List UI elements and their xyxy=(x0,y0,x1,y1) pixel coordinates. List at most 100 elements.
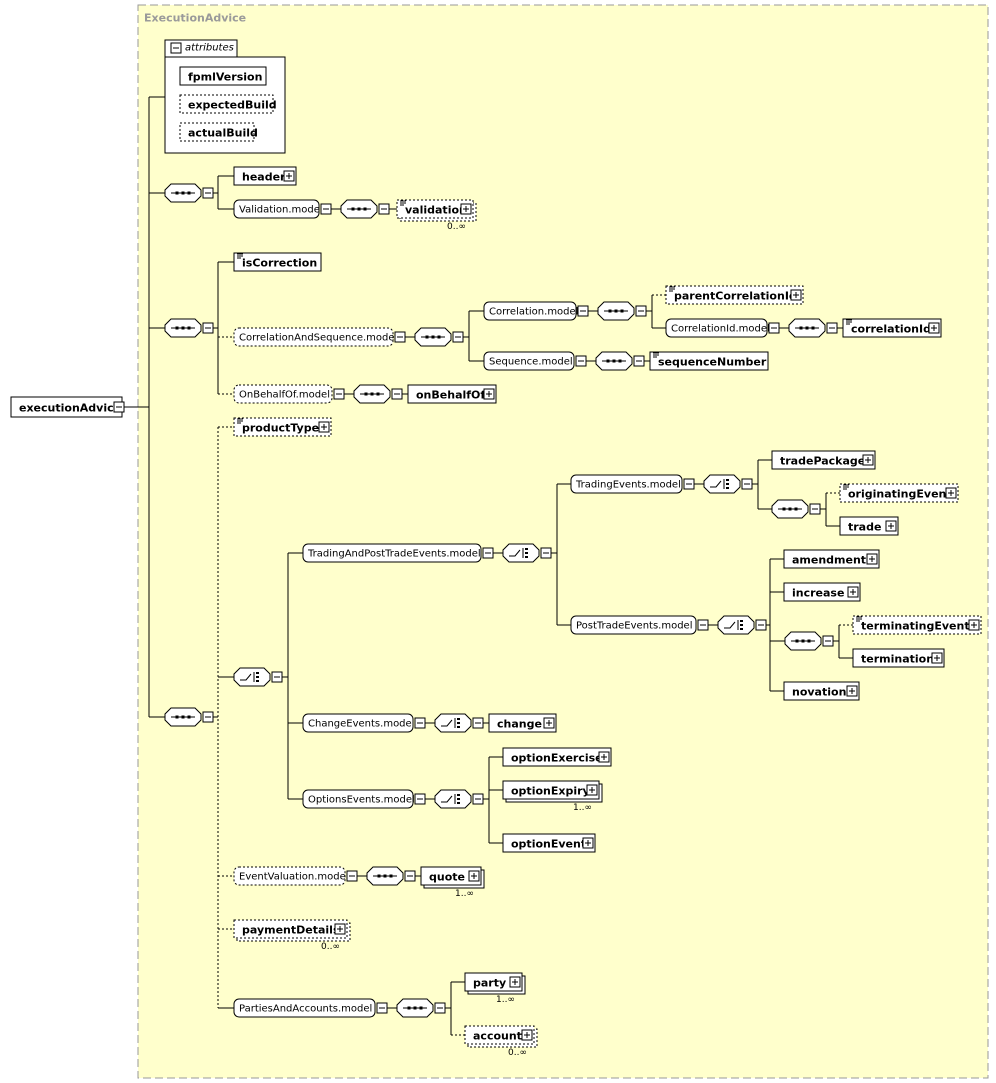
on-behalf-of-box[interactable] xyxy=(407,384,497,404)
sequence-dot xyxy=(181,191,185,195)
sequence-dot xyxy=(608,309,612,313)
termination-label: termination xyxy=(861,653,934,666)
sequence-dot xyxy=(618,359,622,363)
choice-icon xyxy=(710,480,722,488)
termination-box[interactable] xyxy=(852,648,945,668)
originating-event-box[interactable] xyxy=(839,483,959,503)
events-choice-choice-compositor[interactable] xyxy=(233,667,271,687)
sequence-dot xyxy=(419,1006,423,1010)
post-trade-choice-choice-compositor[interactable] xyxy=(717,615,755,635)
sequence-dot xyxy=(357,207,361,211)
choice-dot xyxy=(457,726,460,728)
account-cardinality: 0..∞ xyxy=(508,1048,527,1058)
choice-dot xyxy=(740,628,743,630)
quote-box[interactable] xyxy=(420,866,482,886)
trade-label: trade xyxy=(848,521,881,534)
choice-dot xyxy=(457,798,460,800)
option-exercise-box[interactable] xyxy=(502,747,612,767)
sequence-dot xyxy=(425,335,429,339)
change-box[interactable] xyxy=(488,713,557,733)
trading-events-model-label: TradingEvents.model xyxy=(575,480,681,491)
parties-and-accounts-model-group[interactable] xyxy=(233,998,376,1018)
terminating-event-box[interactable] xyxy=(852,615,982,635)
option-event-box[interactable] xyxy=(502,833,596,853)
attribute-actualBuild-box[interactable] xyxy=(179,122,255,142)
parent-correlation-id-label: parentCorrelationId xyxy=(674,290,797,303)
sequence-dot xyxy=(788,507,792,511)
trading-and-post-trade-events-model-group[interactable] xyxy=(302,543,482,563)
option-expiry-box[interactable] xyxy=(502,780,600,800)
correlation-model-group[interactable] xyxy=(483,301,577,321)
sequence-number-label: sequenceNumber xyxy=(658,356,767,369)
choice-dot xyxy=(525,548,528,550)
choice-dot xyxy=(457,722,460,724)
trading-events-model-group[interactable] xyxy=(570,474,683,494)
choice-dot xyxy=(740,620,743,622)
sequence-model-label: Sequence.model xyxy=(489,357,573,368)
sequence-model-group[interactable] xyxy=(483,351,575,371)
choice-dot xyxy=(525,556,528,558)
sequence-dot xyxy=(795,639,799,643)
product-type-box[interactable] xyxy=(233,417,332,437)
choice-dot xyxy=(726,483,729,485)
choice-icon xyxy=(441,795,453,803)
increase-box[interactable] xyxy=(783,582,861,602)
option-expiry-label: optionExpiry xyxy=(511,785,590,798)
amendment-label: amendment xyxy=(792,554,866,567)
post-trade-events-model-group[interactable] xyxy=(570,615,697,635)
choice-dot xyxy=(457,802,460,804)
sequence-dot xyxy=(801,639,805,643)
options-events-model-label: OptionsEvents.model xyxy=(308,795,415,806)
trading-choice-choice-compositor[interactable] xyxy=(703,474,741,494)
choice-dot xyxy=(457,794,460,796)
change-choice-choice-compositor[interactable] xyxy=(434,713,472,733)
validation-model-group[interactable] xyxy=(233,199,320,219)
choice-dot xyxy=(256,680,259,682)
validation-cardinality: 0..∞ xyxy=(447,222,466,232)
validation-box[interactable] xyxy=(396,199,474,219)
sequence-dot xyxy=(187,715,191,719)
payment-details-cardinality: 0..∞ xyxy=(321,942,340,952)
options-events-model-group[interactable] xyxy=(302,789,414,809)
sequence-dot xyxy=(383,874,387,878)
novation-box[interactable] xyxy=(783,681,860,701)
header-box[interactable] xyxy=(233,166,297,186)
options-choice-choice-compositor[interactable] xyxy=(434,789,472,809)
trading-post-choice-choice-compositor[interactable] xyxy=(502,543,540,563)
correlation-id-box[interactable] xyxy=(842,318,942,338)
choice-icon xyxy=(441,719,453,727)
execution-advice-frame xyxy=(137,4,989,1079)
payment-details-label: paymentDetails xyxy=(242,924,340,937)
correlation-model-label: Correlation.model xyxy=(489,307,578,318)
payment-details-box[interactable] xyxy=(233,919,348,939)
is-correction-box[interactable] xyxy=(233,252,322,272)
terminating-event-label: terminatingEvent xyxy=(861,620,970,633)
account-box[interactable] xyxy=(464,1025,535,1045)
attribute-fpmlVersion-box[interactable] xyxy=(179,66,267,86)
onbehalfof-model-group[interactable] xyxy=(233,384,333,404)
attribute-actualBuild-label: actualBuild xyxy=(188,127,258,140)
change-events-model-label: ChangeEvents.model xyxy=(308,719,414,730)
correlationid-model-group[interactable] xyxy=(665,318,768,338)
trading-and-post-trade-events-model-label: TradingAndPostTradeEvents.model xyxy=(307,549,481,560)
sequence-dot xyxy=(364,392,368,396)
choice-dot xyxy=(525,552,528,554)
validation-label: validation xyxy=(405,204,467,217)
sequence-number-box[interactable] xyxy=(649,351,769,371)
event-valuation-model-group[interactable] xyxy=(233,866,346,886)
sequence-dot xyxy=(807,639,811,643)
sequence-dot xyxy=(606,359,610,363)
parent-correlation-id-box[interactable] xyxy=(665,285,804,305)
correlation-and-sequence-model-group[interactable] xyxy=(233,327,394,347)
novation-label: novation xyxy=(792,686,846,699)
sequence-dot xyxy=(363,207,367,211)
sequence-dot xyxy=(620,309,624,313)
option-expiry-cardinality: 1..∞ xyxy=(573,803,592,813)
change-label: change xyxy=(497,718,542,731)
attribute-expectedBuild-box[interactable] xyxy=(179,94,274,114)
party-box[interactable] xyxy=(464,972,523,992)
change-events-model-group[interactable] xyxy=(302,713,414,733)
trade-box[interactable] xyxy=(839,516,899,536)
trade-package-box[interactable] xyxy=(771,450,876,470)
amendment-box[interactable] xyxy=(783,549,880,569)
